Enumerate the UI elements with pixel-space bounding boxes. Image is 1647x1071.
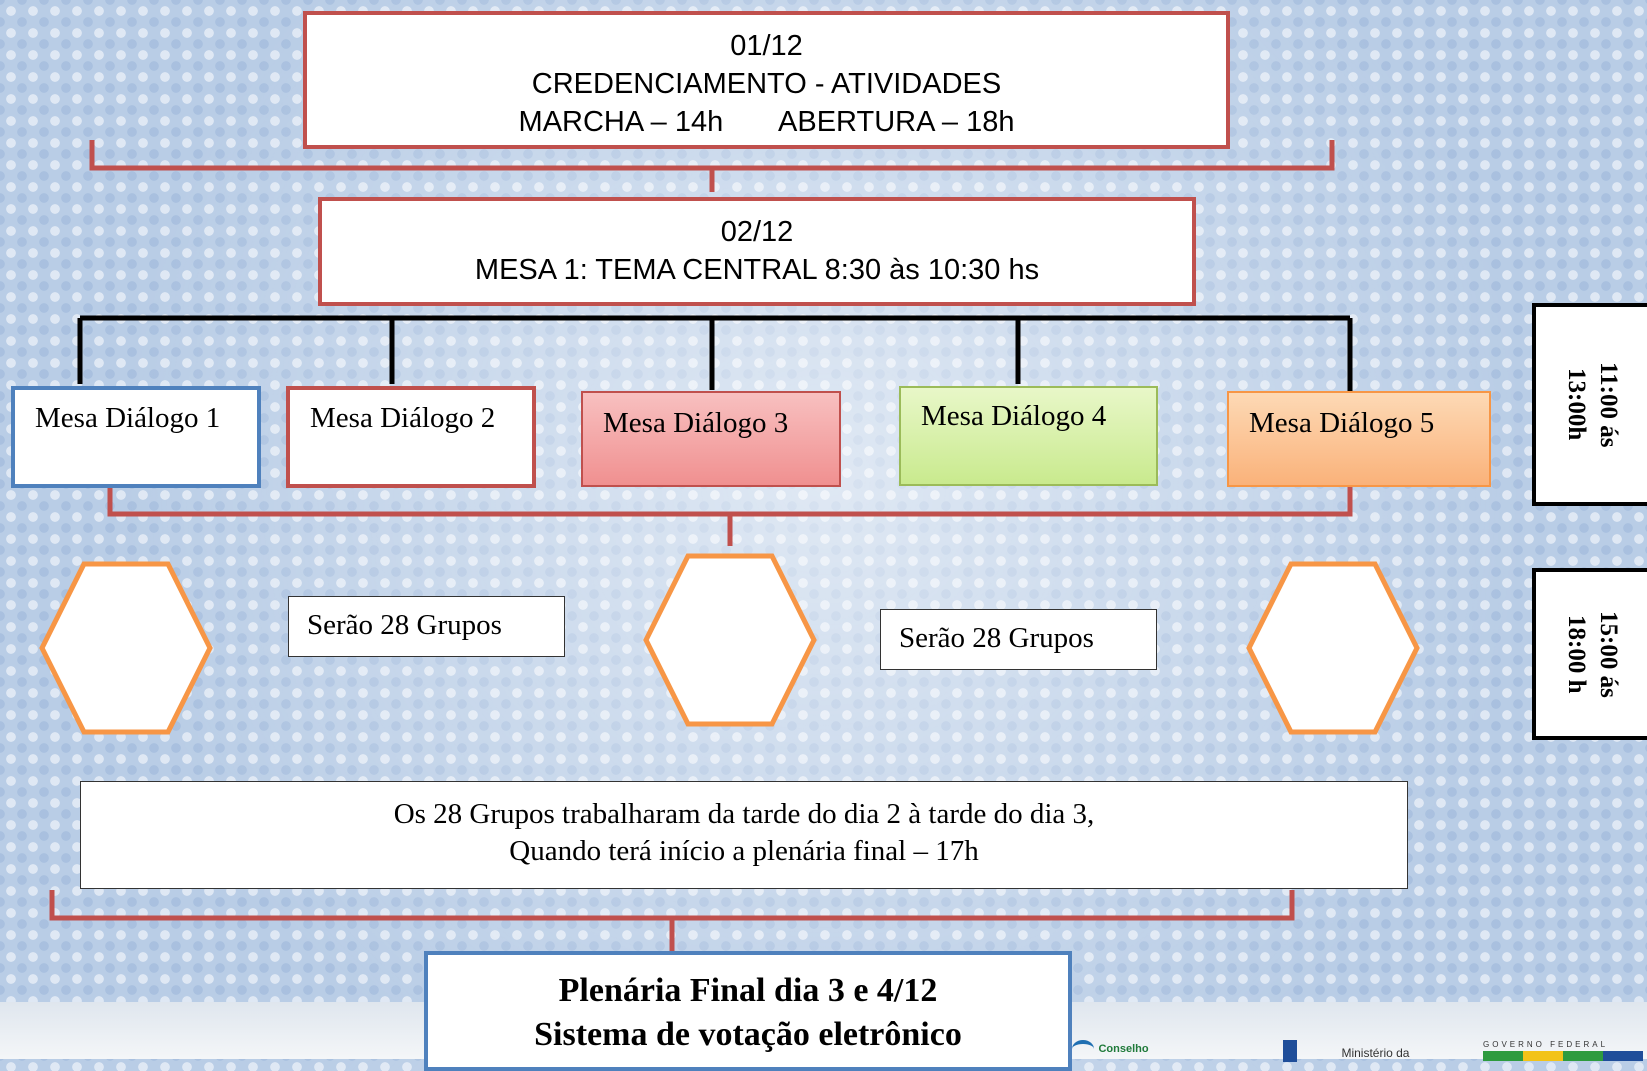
hexagon-3	[1246, 561, 1420, 735]
time-box-afternoon: 15:00 ás 18:00 h	[1532, 568, 1647, 740]
groups-box-2: Serão 28 Grupos	[880, 609, 1157, 670]
ministerio-logo: Ministério da	[1283, 1040, 1409, 1062]
time-box-morning: 11:00 ás 13:00h	[1532, 303, 1647, 506]
plenaria-final-box: Plenária Final dia 3 e 4/12 Sistema de v…	[424, 951, 1072, 1071]
ministerio-text: Ministério da	[1341, 1046, 1410, 1060]
time-afternoon-line1: 15:00 ás	[1595, 610, 1622, 698]
brace-info	[49, 890, 1295, 952]
time-afternoon-line2: 18:00 h	[1563, 614, 1590, 694]
time-morning-line1: 11:00 ás	[1595, 361, 1622, 448]
top-box-title: CREDENCIAMENTO - ATIVIDADES	[531, 68, 1002, 100]
mesa-dialogo-2: Mesa Diálogo 2	[286, 386, 536, 488]
time-morning-text: 11:00 ás 13:00h	[1560, 362, 1624, 447]
mesa-dialogo-3: Mesa Diálogo 3	[581, 391, 841, 487]
tree-lines	[77, 315, 1353, 392]
mesa-dialogo-4: Mesa Diálogo 4	[899, 386, 1158, 486]
mesa-dialogo-5: Mesa Diálogo 5	[1227, 391, 1491, 487]
conselho-text: Conselho	[1098, 1043, 1149, 1055]
mesa1-date: 02/12	[720, 216, 794, 248]
brace-dialogs	[107, 486, 1353, 546]
groups-info-line2: Quando terá início a plenária final – 17…	[509, 835, 979, 867]
governo-text: GOVERNO FEDERAL	[1483, 1040, 1609, 1049]
mesa-dialogo-3-label: Mesa Diálogo 3	[603, 407, 789, 439]
governo-federal-logo: GOVERNO FEDERAL	[1483, 1040, 1643, 1061]
brace-top	[89, 140, 1335, 192]
mesa1-title: MESA 1: TEMA CENTRAL 8:30 às 10:30 hs	[474, 254, 1040, 286]
top-box-schedule: MARCHA – 14h ABERTURA – 18h	[518, 106, 1015, 138]
credenciamento-box: 01/12 CREDENCIAMENTO - ATIVIDADES MARCHA…	[303, 11, 1230, 149]
hexagon-2	[643, 553, 817, 727]
groups-info-line1: Os 28 Grupos trabalharam da tarde do dia…	[393, 798, 1095, 830]
mesa-dialogo-5-label: Mesa Diálogo 5	[1249, 407, 1435, 439]
groups-box-2-label: Serão 28 Grupos	[899, 622, 1094, 654]
groups-box-1-label: Serão 28 Grupos	[307, 609, 502, 641]
plenaria-final-line1: Plenária Final dia 3 e 4/12	[558, 972, 938, 1009]
groups-box-1: Serão 28 Grupos	[288, 596, 565, 657]
time-morning-line2: 13:00h	[1563, 368, 1590, 441]
top-box-date: 01/12	[730, 30, 803, 62]
plenaria-final-line2: Sistema de votação eletrônico	[534, 1016, 962, 1053]
mesa-dialogo-1-label: Mesa Diálogo 1	[35, 402, 221, 434]
ministerio-bar-icon	[1283, 1040, 1297, 1062]
conselho-logo: Conselho	[1072, 1040, 1149, 1058]
mesa-dialogo-4-label: Mesa Diálogo 4	[921, 400, 1107, 432]
time-afternoon-text: 15:00 ás 18:00 h	[1560, 611, 1624, 698]
conselho-logo-icon	[1072, 1040, 1094, 1058]
mesa1-box: 02/12 MESA 1: TEMA CENTRAL 8:30 às 10:30…	[318, 197, 1196, 306]
mesa-dialogo-1: Mesa Diálogo 1	[11, 386, 261, 488]
groups-info-box: Os 28 Grupos trabalharam da tarde do dia…	[80, 781, 1408, 889]
brasil-flag-colors	[1483, 1051, 1643, 1061]
mesa-dialogo-2-label: Mesa Diálogo 2	[310, 402, 496, 434]
hexagon-1	[39, 561, 213, 735]
